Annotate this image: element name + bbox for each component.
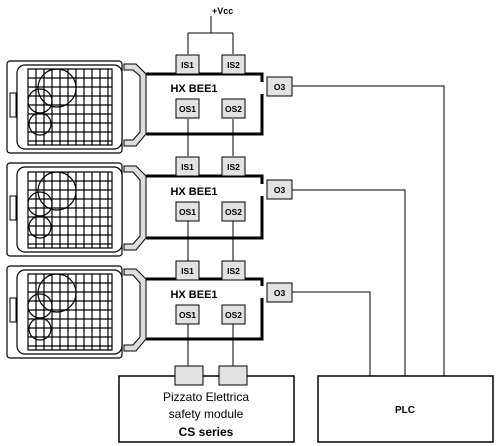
safety-module-line3: CS series — [179, 425, 234, 439]
plc-label: PLC — [395, 405, 415, 416]
is2-terminal-1 — [221, 54, 246, 75]
sensor-unit-1: IS1 IS2 HX BEE1 OS1 OS2 O3 — [6, 54, 293, 154]
safety-module-line1: Pizzato Elettrica — [163, 390, 249, 404]
safety-module-box — [118, 375, 295, 443]
os2-terminal-1 — [221, 98, 246, 119]
svg-text:OS1: OS1 — [179, 104, 196, 114]
safety-module: Pizzato Elettrica safety module CS serie… — [118, 365, 295, 443]
vcc-label: +Vcc — [212, 6, 233, 16]
safety-module-terminal-2 — [218, 365, 248, 386]
sensor-unit-2: IS1 IS2 HX BEE1 OS1 OS2 O3 — [6, 156, 293, 257]
safety-module-line2: safety module — [169, 407, 244, 421]
is2-terminal-3 — [221, 260, 246, 281]
svg-text:IS2: IS2 — [227, 162, 240, 172]
mounting-bracket-2 — [123, 165, 147, 251]
plc-box — [317, 375, 494, 443]
svg-text:OS2: OS2 — [225, 104, 242, 114]
is1-terminal-3 — [175, 260, 200, 281]
unit-name-1: HX BEE1 — [170, 83, 217, 95]
svg-text:OS1: OS1 — [179, 207, 196, 217]
is2-terminal-2 — [221, 156, 246, 177]
sensor-bus-2-top — [146, 174, 264, 184]
os1-terminal-1 — [175, 98, 200, 119]
sensor-bus-1-bottom — [146, 94, 264, 136]
o3-terminal-3 — [266, 282, 293, 303]
o3-wire-3 — [292, 291, 371, 376]
svg-text:IS2: IS2 — [227, 60, 240, 70]
svg-text:IS2: IS2 — [227, 266, 240, 276]
sensor-bus-3-bottom — [146, 298, 264, 341]
sensor-bus-2-bottom — [146, 196, 264, 240]
os2-terminal-2 — [221, 201, 246, 222]
unit-name-3: HX BEE1 — [170, 289, 217, 301]
mounting-bracket-1 — [123, 63, 147, 147]
svg-text:O3: O3 — [274, 288, 286, 298]
mounting-bracket-3 — [123, 268, 147, 352]
sensor-unit-3: IS1 IS2 HX BEE1 OS1 OS2 O3 — [6, 260, 293, 359]
is1-terminal-2 — [175, 156, 200, 177]
svg-text:OS1: OS1 — [179, 310, 196, 320]
svg-text:OS2: OS2 — [225, 310, 242, 320]
svg-text:OS2: OS2 — [225, 207, 242, 217]
guard-door-illustration-1 — [6, 60, 123, 154]
safety-module-terminal-1 — [174, 365, 204, 386]
unit-name-2: HX BEE1 — [170, 186, 217, 198]
svg-text:IS1: IS1 — [181, 162, 194, 172]
o3-wire-1 — [292, 85, 445, 376]
o3-wire-2 — [292, 189, 406, 376]
os1-terminal-2 — [175, 201, 200, 222]
o3-terminal-2 — [266, 179, 293, 200]
guard-door-illustration-2 — [6, 162, 123, 257]
os2-terminal-3 — [221, 304, 246, 325]
svg-text:IS1: IS1 — [181, 266, 194, 276]
svg-text:O3: O3 — [274, 185, 286, 195]
plc: PLC — [317, 375, 494, 443]
guard-door-illustration-3 — [6, 265, 123, 359]
o3-terminal-1 — [266, 76, 293, 97]
sensor-bus-1-top — [146, 72, 264, 82]
svg-text:O3: O3 — [274, 82, 286, 92]
svg-text:IS1: IS1 — [181, 60, 194, 70]
os1-terminal-3 — [175, 304, 200, 325]
is1-terminal-1 — [175, 54, 200, 75]
